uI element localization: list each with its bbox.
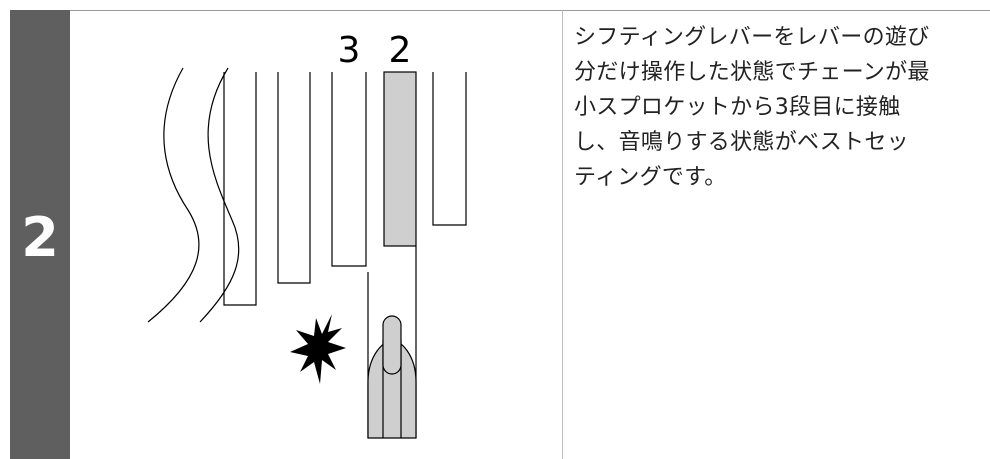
description-line: ティングです。 (574, 165, 727, 190)
description-line: 小スプロケットから3段目に接触 (574, 95, 901, 120)
sprocket-3 (331, 72, 367, 267)
sprocket-label-2: 2 (389, 30, 412, 71)
wheel-curve-inner (199, 67, 240, 323)
sprocket-5 (277, 72, 311, 284)
description-line: 分だけ操作した状態でチェーンが最 (574, 60, 930, 85)
sprocket-label-3: 3 (338, 30, 361, 71)
wheel-curve-outer (147, 67, 200, 323)
step-number: 2 (21, 206, 59, 269)
description-line: シフティングレバーをレバーの遊び (574, 25, 930, 50)
sprocket-2-highlight (383, 71, 417, 247)
step-description: シフティングレバーをレバーの遊び 分だけ操作した状態でチェーンが最 小スプロケッ… (574, 20, 974, 195)
column-divider (562, 10, 563, 459)
sprocket-6 (223, 72, 257, 306)
noise-burst-icon (290, 314, 346, 384)
sprocket-1 (432, 72, 467, 226)
pulley-bolt (382, 315, 402, 375)
top-border (70, 10, 990, 11)
sprocket-chain-illustration: 3 2 (147, 30, 467, 439)
description-line: し、音鳴りする状態がベストセッ (574, 130, 909, 155)
step-number-bar: 2 (10, 10, 70, 459)
